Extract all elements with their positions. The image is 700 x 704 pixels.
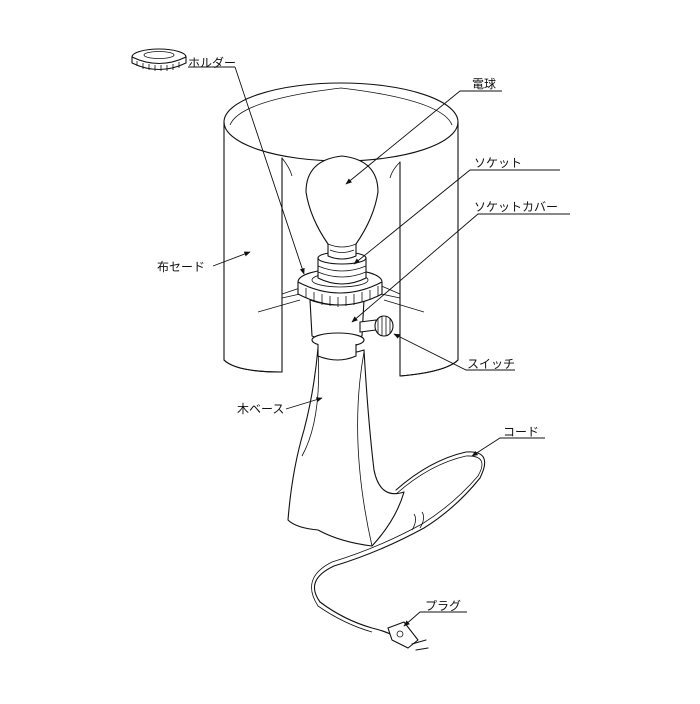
plug (387, 621, 429, 651)
power-cord (311, 451, 486, 635)
label-bulb: 電球 (472, 77, 497, 91)
label-holder: ホルダー (188, 56, 237, 70)
label-socket-cover: ソケットカバー (474, 200, 559, 214)
switch-knob (359, 315, 394, 337)
label-switch: スイッチ (467, 357, 516, 371)
label-plug: プラグ (425, 599, 462, 613)
holder-ring-detail (131, 48, 187, 71)
label-cord: コード (503, 425, 540, 439)
light-bulb (305, 155, 379, 260)
leader-lines (188, 66, 570, 627)
socket-cover (309, 299, 365, 361)
wooden-base (287, 347, 405, 547)
label-shade: 布セード (157, 260, 206, 274)
label-base: 木ベース (237, 402, 285, 416)
label-socket: ソケット (474, 156, 523, 170)
